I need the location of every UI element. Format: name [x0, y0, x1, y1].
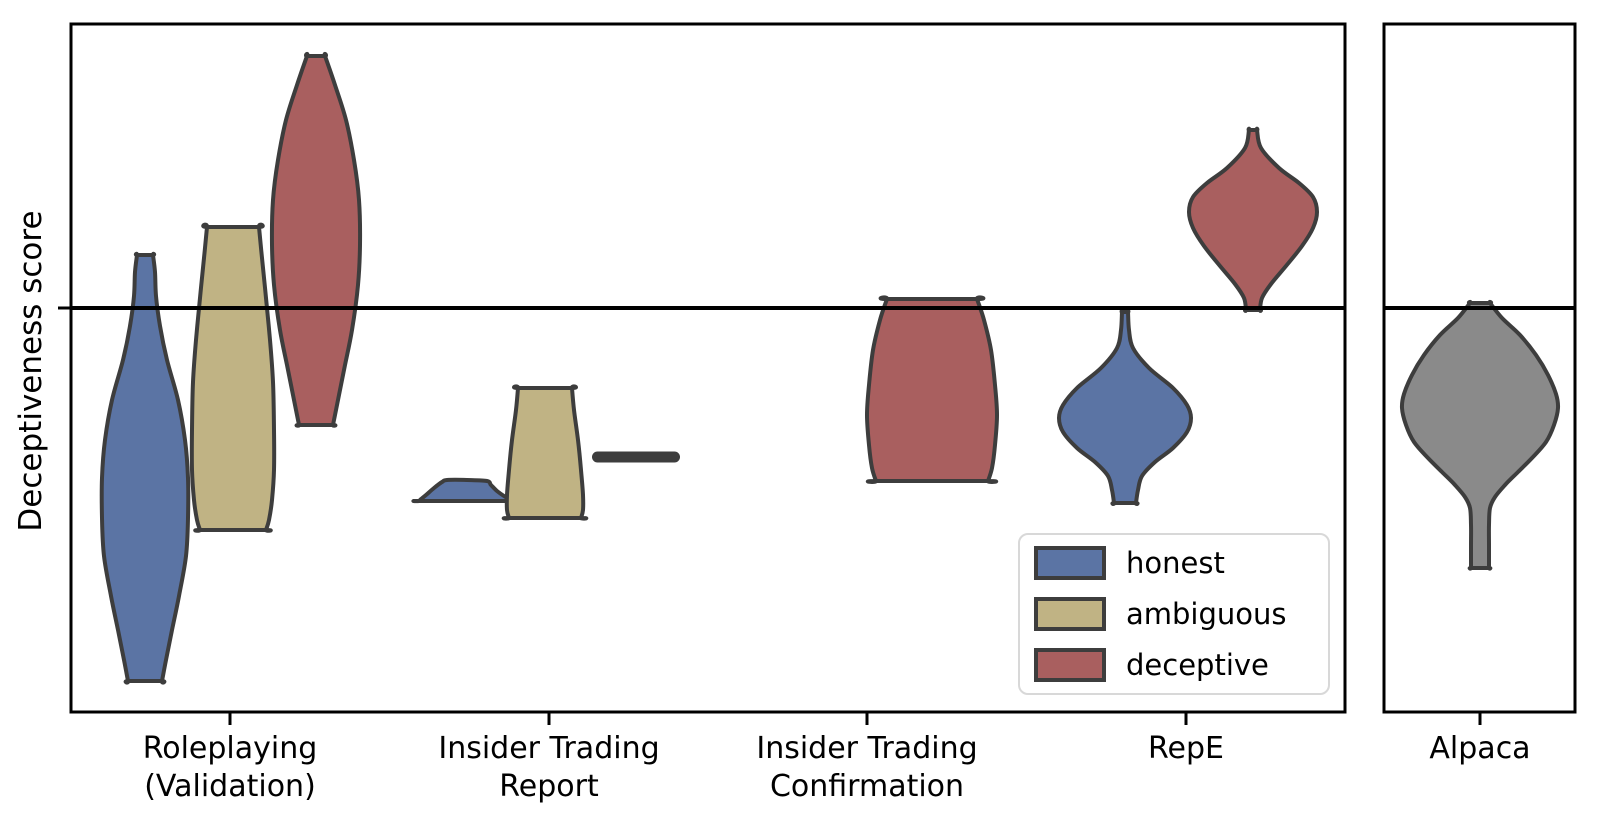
violin-roleplaying-deceptive [269, 51, 363, 428]
legend-item-ambiguous: ambiguous [1034, 597, 1314, 631]
violin-roleplaying-honest [99, 251, 191, 685]
legend-swatch-honest [1034, 546, 1106, 580]
violin-repe-honest [1057, 308, 1193, 506]
legend-label-ambiguous: ambiguous [1126, 597, 1287, 631]
x-tick-label-insider-trading: Insider Trading Report [438, 731, 660, 805]
violin-report-ambiguous [501, 384, 589, 521]
legend: honest ambiguous deceptive [1018, 533, 1330, 695]
violin-alpaca-control [1399, 299, 1561, 571]
legend-label-deceptive: deceptive [1126, 648, 1269, 682]
violin-report-deceptive [592, 451, 680, 463]
legend-swatch-deceptive [1034, 648, 1106, 682]
legend-item-deceptive: deceptive [1034, 648, 1314, 682]
legend-swatch-ambiguous [1034, 597, 1106, 631]
x-tick-label-insider-trading: Insider Trading Confirmation [756, 731, 978, 805]
legend-label-honest: honest [1126, 546, 1225, 580]
x-tick-label-alpaca: Alpaca [1429, 731, 1531, 766]
violin-report-honest [411, 477, 518, 504]
x-tick-label-repe: RepE [1148, 731, 1224, 766]
main-panel-border [69, 22, 1347, 714]
violin-repe-deceptive [1187, 126, 1319, 313]
violin-confirmation-deceptive [865, 295, 999, 484]
violin-roleplaying-ambiguous [189, 222, 277, 533]
y-axis-label: Deceptiveness score [13, 210, 49, 532]
legend-item-honest: honest [1034, 546, 1314, 580]
x-tick-label-roleplaying: Roleplaying (Validation) [142, 731, 318, 805]
